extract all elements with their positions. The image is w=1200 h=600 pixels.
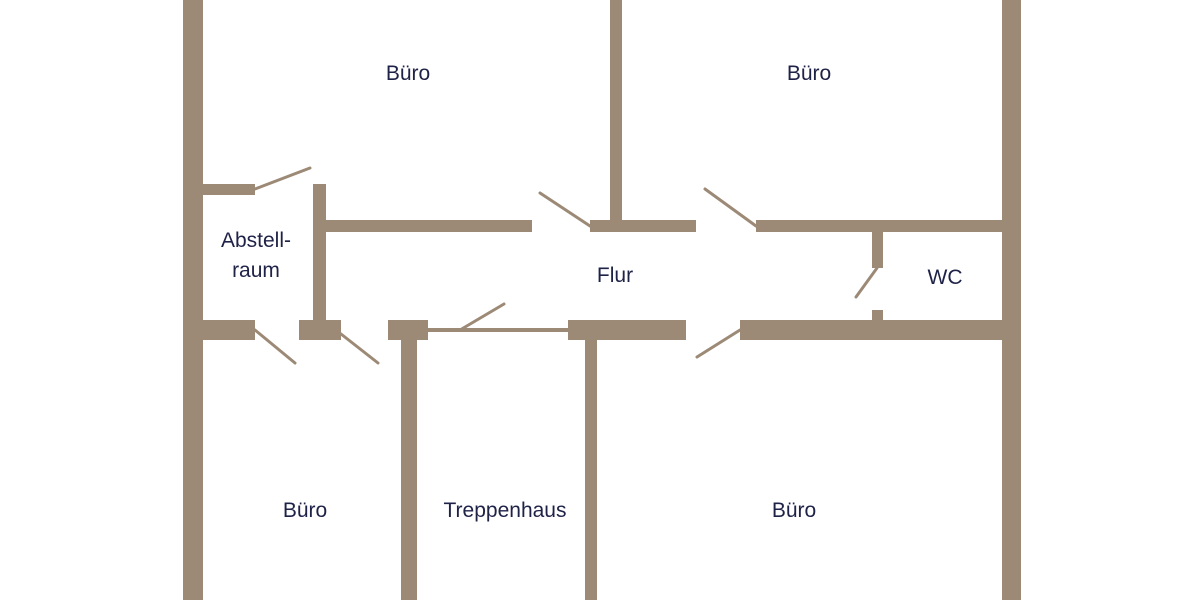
wall-corridor-bottom-1 xyxy=(203,320,255,340)
wall-corridor-bottom-2 xyxy=(299,320,341,340)
wall-storage-top xyxy=(203,184,255,195)
wall-corridor-top-mid xyxy=(590,220,696,232)
door-stairwell-sliding xyxy=(458,302,506,332)
wall-top-offices-divider xyxy=(610,0,622,228)
room-label-corridor: Flur xyxy=(596,264,634,287)
wall-stairwell-left xyxy=(401,340,417,600)
wall-corridor-bottom-4 xyxy=(568,320,686,340)
room-label-storage: Abstell- raum xyxy=(220,229,292,282)
door-bottom-right-office xyxy=(695,328,742,359)
wall-corridor-bottom-5 xyxy=(740,320,1002,340)
wall-corridor-bottom-3 xyxy=(388,320,428,340)
door-storage xyxy=(253,166,312,191)
room-label-office-bottom-right: Büro xyxy=(771,499,817,522)
room-label-stairwell: Treppenhaus xyxy=(443,499,567,522)
room-label-wc: WC xyxy=(927,266,963,289)
room-label-office-bottom-left: Büro xyxy=(282,499,328,522)
wall-outer-right xyxy=(1002,0,1021,600)
wall-corridor-top-left xyxy=(326,220,532,232)
room-label-office-top-right: Büro xyxy=(786,62,832,85)
room-label-office-top-left: Büro xyxy=(385,62,431,85)
wall-wc-upper xyxy=(872,232,883,268)
wall-wc-lower xyxy=(872,310,883,322)
wall-storage-inner xyxy=(313,184,326,340)
stairwell-sliding-rail xyxy=(428,328,568,332)
door-bottom-left-office-2 xyxy=(339,332,380,365)
door-bottom-left-office xyxy=(253,328,297,365)
wall-stairwell-right xyxy=(585,340,597,600)
door-top-right-office xyxy=(703,187,758,228)
wall-corridor-top-right xyxy=(756,220,1002,232)
wall-outer-left xyxy=(183,0,203,600)
door-top-left-office xyxy=(538,191,592,228)
door-wc xyxy=(854,266,879,299)
